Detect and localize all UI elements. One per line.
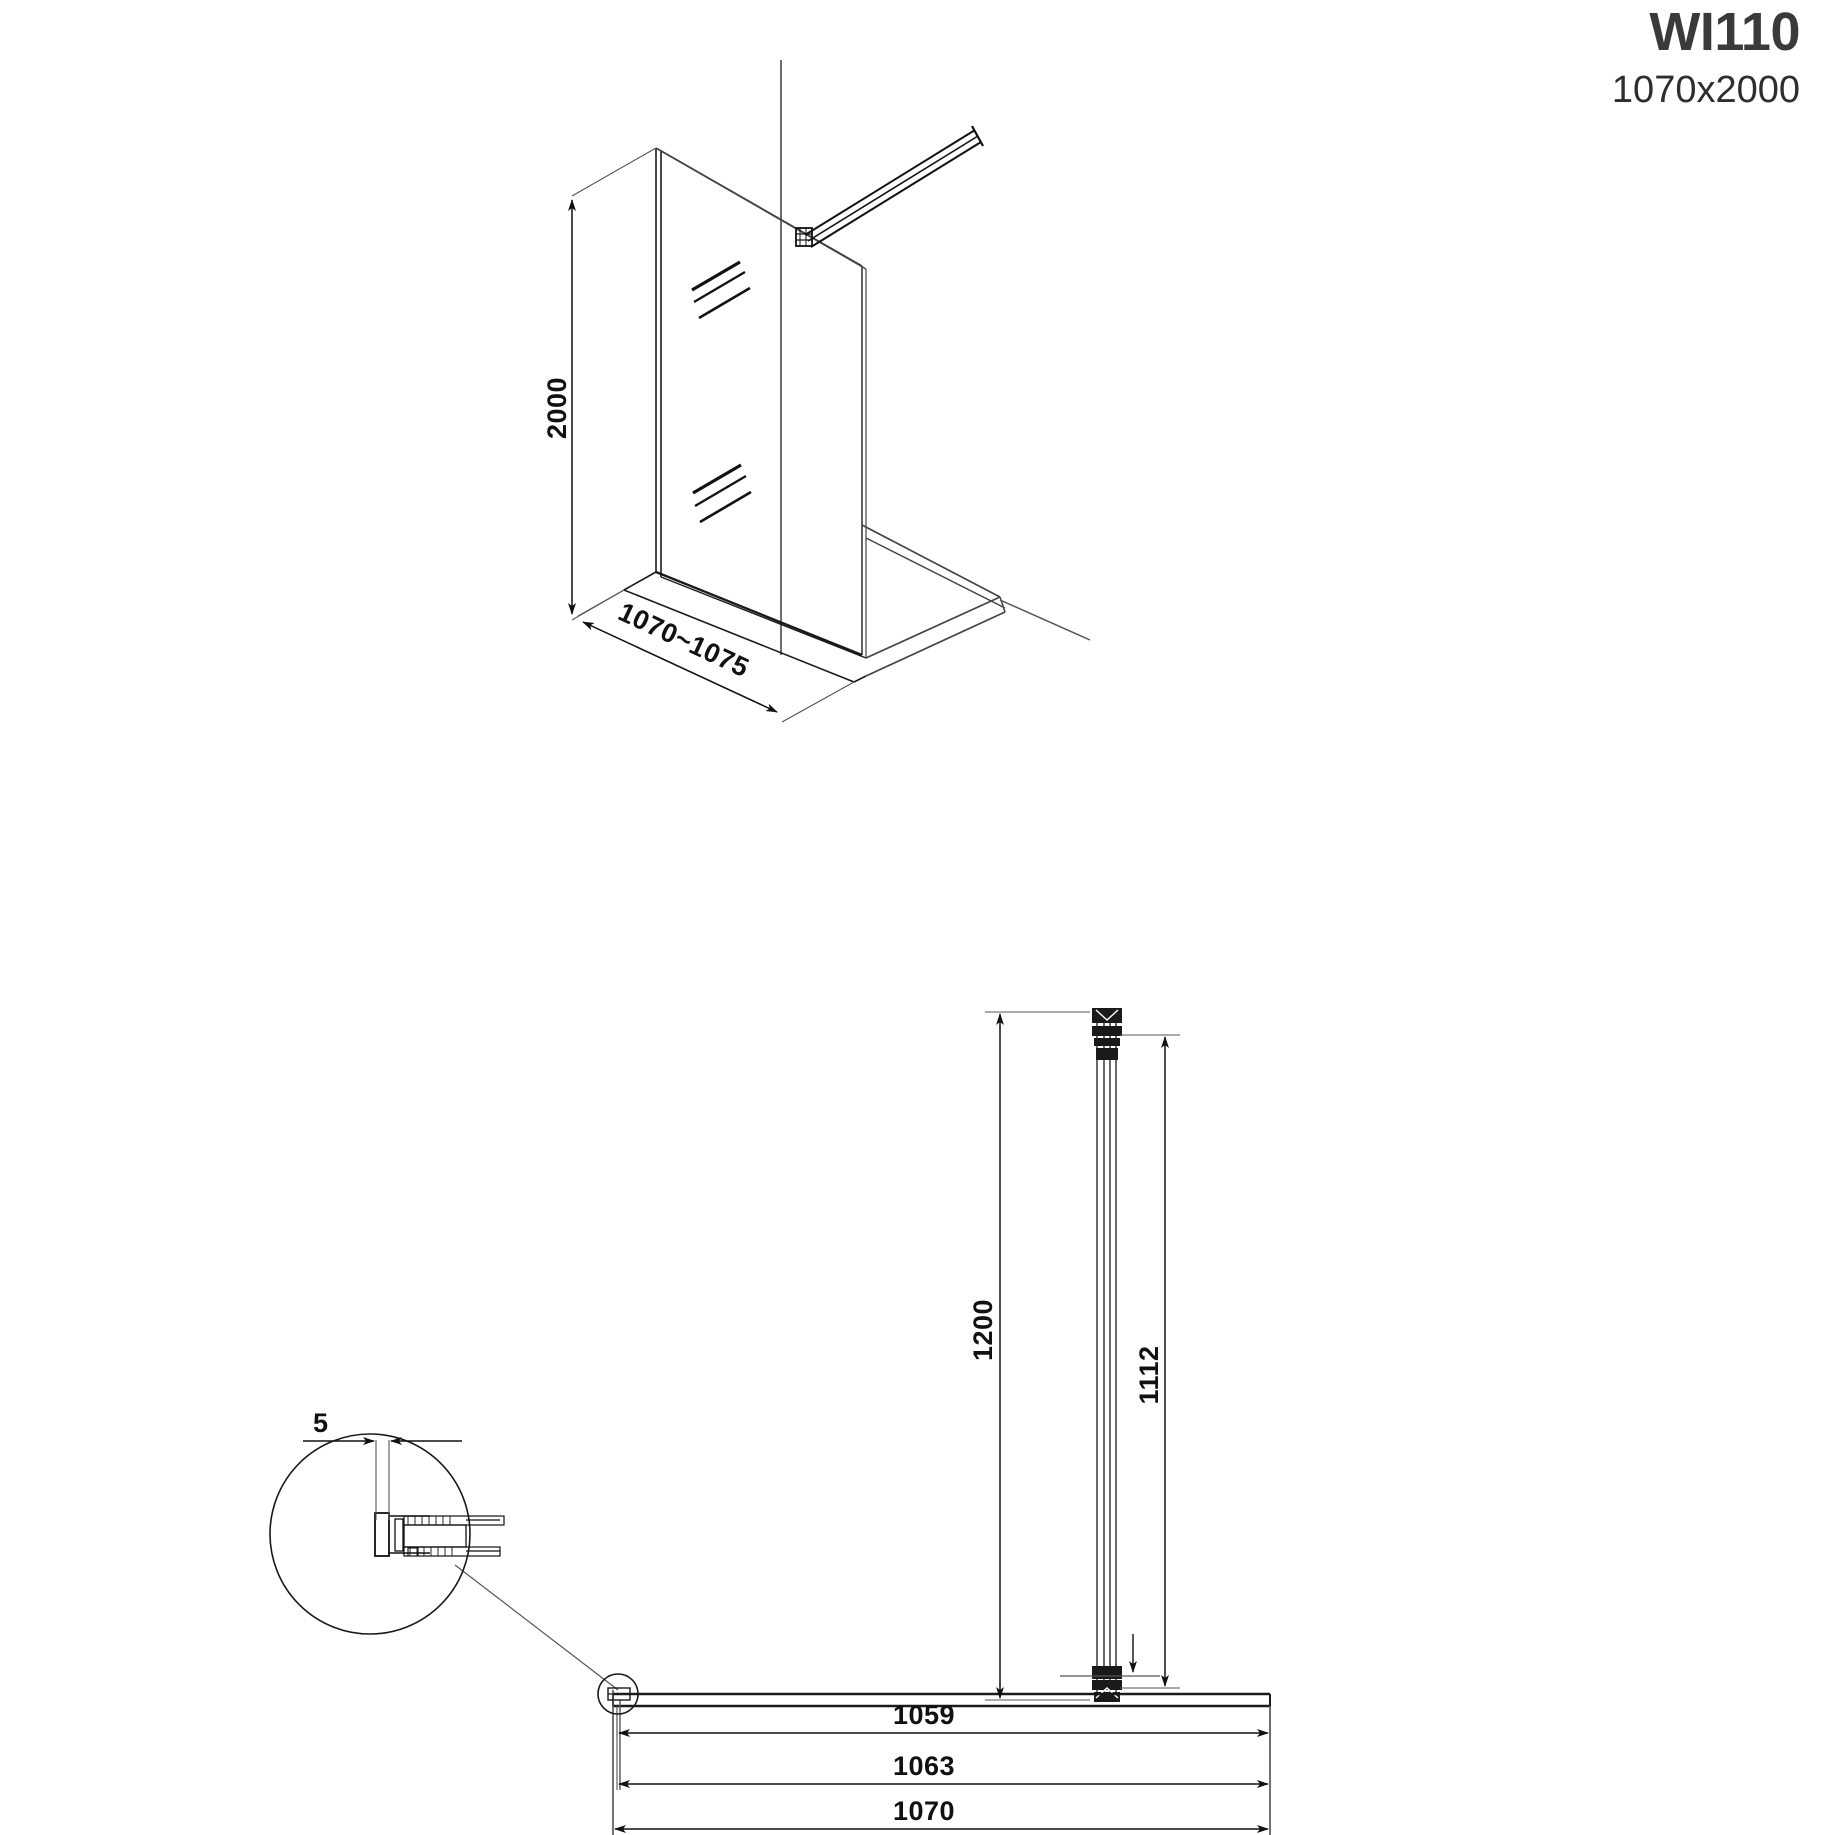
dimension-label-height: 2000 [542, 377, 572, 439]
elevation-glass-panel [1096, 1015, 1117, 1702]
glass-panel [655, 147, 867, 659]
wall-profile-detail: 5 [269, 1408, 639, 1715]
support-stabiliser-bar [795, 125, 984, 248]
page-subtitle-size: 1070x2000 [1611, 68, 1800, 111]
dimension-glass-thickness-5: 5 [303, 1408, 462, 1445]
title-block: WI110 1070x2000 [1611, 2, 1801, 112]
elevation-top-bracket [1092, 1008, 1122, 1060]
detail-leader-line [454, 1564, 619, 1691]
elevation-bottom-bracket [1092, 1666, 1122, 1702]
isometric-3d-view: 2000 1070~1075 [542, 60, 1091, 723]
glass-reflection-upper [691, 260, 751, 320]
dimension-width-range: 1070~1075 [577, 589, 855, 723]
dimension-height-2000: 2000 [542, 147, 657, 621]
detail-marker-circle [597, 1673, 639, 1715]
dimension-glass-width-1059: 1059 [616, 1700, 1271, 1738]
dimension-label-bar-height: 1200 [968, 1299, 998, 1361]
dimension-glass-height-1112: 1112 [1120, 1034, 1180, 1689]
glass-reflection-lower [692, 463, 752, 524]
dimension-label-glass-thickness: 5 [313, 1408, 329, 1438]
dimension-label-glass-height: 1112 [1134, 1345, 1164, 1404]
dimension-label-width-range: 1070~1075 [614, 597, 754, 684]
front-elevation-view: 1200 1112 1059 1063 [612, 1008, 1271, 1835]
detail-circle [269, 1433, 471, 1635]
dimension-label-glass-width: 1059 [893, 1700, 955, 1730]
dimension-overall-width-1070: 1070 [612, 1706, 1271, 1835]
bar-glass-clamp [795, 227, 813, 247]
dimension-label-overall-width: 1070 [893, 1796, 955, 1826]
detail-profile-section [374, 1512, 505, 1557]
dimension-bar-height-1200: 1200 [968, 1011, 1090, 1701]
dimension-label-profile-width: 1063 [893, 1751, 955, 1781]
page-title: WI110 [1649, 2, 1800, 62]
elevation-bracket-tick [1060, 1634, 1160, 1677]
